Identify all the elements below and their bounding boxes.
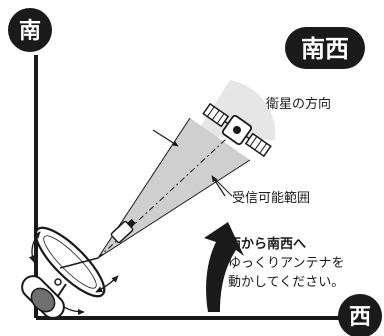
range-arrow-upper [152, 129, 179, 147]
dish-rotate-arrow-right [95, 275, 119, 293]
range-arrow-lower [211, 175, 226, 197]
dish-rotate-arrow-left [28, 231, 41, 263]
southwest-badge: 南西 [285, 27, 365, 69]
svg-text:南西: 南西 [301, 35, 349, 63]
west-badge: 西 [338, 294, 382, 336]
dish-antenna-icon [34, 226, 106, 298]
south-badge: 南 [8, 8, 52, 52]
svg-text:西: 西 [349, 305, 371, 330]
cone-edge-lower [97, 159, 251, 259]
receivable-range-label: 受信可能範囲 [232, 191, 310, 206]
svg-text:南: 南 [19, 19, 41, 44]
satellite-area-sector [195, 80, 276, 140]
satellite-direction-label: 衛星の方向 [266, 96, 331, 112]
lnb-icon [110, 218, 136, 244]
instruction-title: 西から南西へ [228, 236, 306, 252]
instruction-line-1: ゆっくりアンテナを [228, 256, 344, 271]
range-label-leader [211, 175, 233, 197]
movement-arrow [204, 222, 244, 312]
antenna-mount-icon [21, 275, 65, 319]
satellite-icon [202, 102, 272, 158]
instruction-line-2: 動かしてください。 [228, 275, 344, 290]
